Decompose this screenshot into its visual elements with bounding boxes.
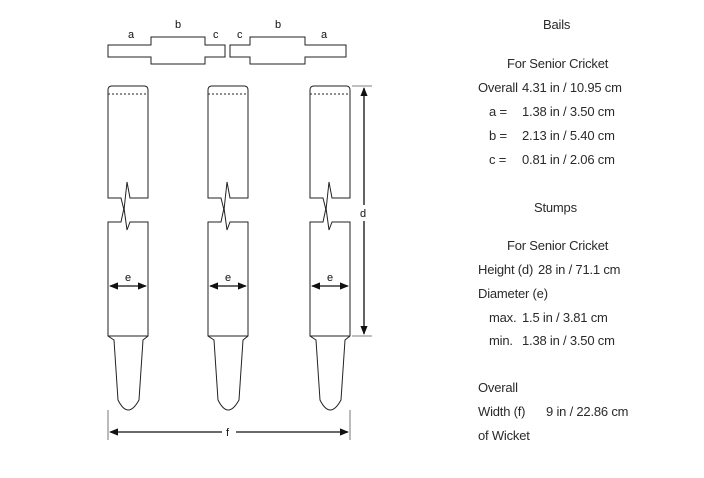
bail-label-a-left: a — [128, 29, 135, 41]
stump-2 — [207, 85, 249, 411]
stump-1 — [107, 85, 149, 411]
wicket-overall-label: Overall — [478, 380, 518, 395]
bails-a-value: 1.38 in / 3.50 cm — [522, 104, 615, 119]
bail-left — [107, 36, 226, 65]
stump-2-label-e: e — [225, 272, 231, 284]
bails-c-label: c = — [489, 152, 507, 167]
bail-label-b-left: b — [175, 19, 181, 31]
stumps-height-label: Height (d) — [478, 262, 534, 277]
bail-label-a-right: a — [321, 29, 328, 41]
stumps-min-label: min. — [489, 333, 513, 348]
bails-a-label: a = — [489, 104, 507, 119]
stump-3-label-e: e — [327, 272, 333, 284]
stump-3 — [309, 85, 351, 411]
stumps-height-value: 28 in / 71.1 cm — [538, 262, 621, 277]
bail-label-b-right: b — [275, 19, 281, 31]
stumps-title: Stumps — [534, 200, 577, 215]
bails-title: Bails — [543, 17, 571, 32]
width-label-f: f — [226, 427, 230, 439]
bails-subtitle: For Senior Cricket — [507, 56, 609, 71]
bails-b-label: b = — [489, 128, 507, 143]
stumps-subtitle: For Senior Cricket — [507, 238, 609, 253]
bails-c-value: 0.81 in / 2.06 cm — [522, 152, 615, 167]
stumps-diameter-label: Diameter (e) — [478, 286, 548, 301]
bail-label-c-left: c — [213, 29, 219, 41]
bails-b-value: 2.13 in / 5.40 cm — [522, 128, 615, 143]
height-label-d: d — [360, 208, 366, 220]
stumps-max-label: max. — [489, 310, 517, 325]
bails-overall-value: 4.31 in / 10.95 cm — [522, 80, 622, 95]
wicket-width-label: Width (f) — [478, 404, 526, 419]
wicket-width-value: 9 in / 22.86 cm — [546, 404, 629, 419]
stump-1-label-e: e — [125, 272, 131, 284]
stumps-min-value: 1.38 in / 3.50 cm — [522, 333, 615, 348]
bails-overall-label: Overall — [478, 80, 518, 95]
wicket-of-label: of Wicket — [478, 428, 530, 443]
bail-right — [229, 36, 347, 65]
bail-label-c-right: c — [237, 29, 243, 41]
stumps-max-value: 1.5 in / 3.81 cm — [522, 310, 608, 325]
